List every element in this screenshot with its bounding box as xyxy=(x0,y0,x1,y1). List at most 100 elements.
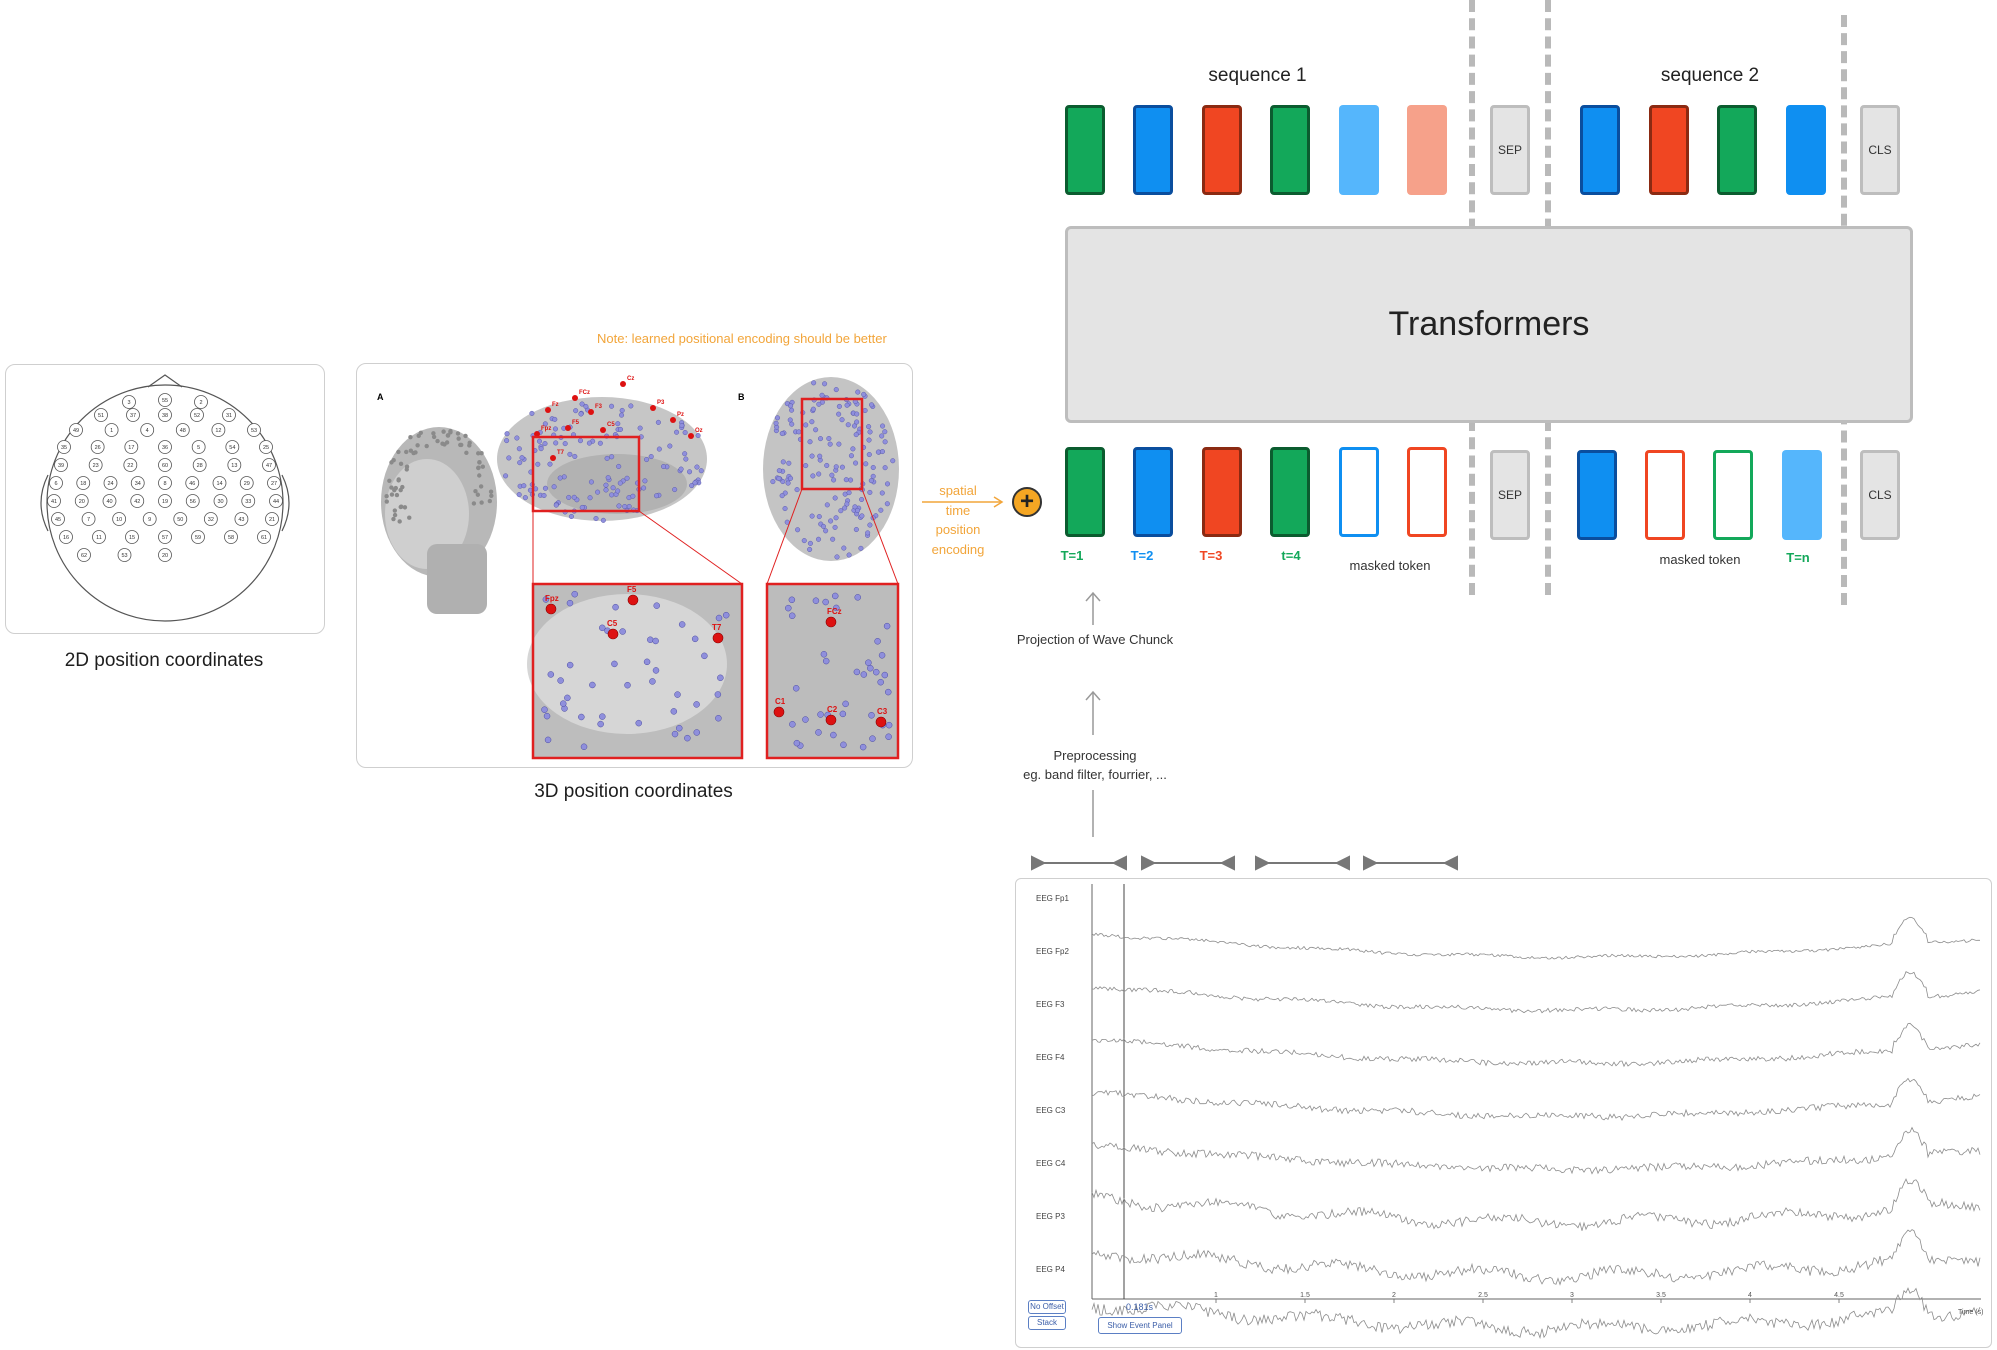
brain-electrode-dot xyxy=(789,422,794,427)
brain-electrode-dot xyxy=(825,503,830,508)
electrode-label: 29 xyxy=(244,481,250,487)
eeg-trace xyxy=(1092,972,1980,1013)
brain-electrode-dot xyxy=(849,453,854,458)
head-electrode-dot xyxy=(476,465,480,469)
time-axis-label: Time (s) xyxy=(1958,1309,1983,1316)
electrode-label: 47 xyxy=(266,463,272,469)
brain-electrode-label: P3 xyxy=(657,400,665,406)
zoom-electrode-dot xyxy=(818,712,824,718)
brain-electrode-dot xyxy=(780,493,785,498)
preprocessing-label: Preprocessing eg. band filter, fourrier,… xyxy=(990,746,1200,784)
input-token-4 xyxy=(1270,447,1310,537)
input-token-6 xyxy=(1782,450,1822,540)
brain-electrode-dot xyxy=(780,431,785,436)
brain-electrode-dot xyxy=(854,432,859,437)
brain-electrode-dot xyxy=(781,460,786,465)
head-electrode-dot xyxy=(477,460,481,464)
brain-electrode-dot xyxy=(609,493,614,498)
input-token-2 xyxy=(1133,447,1173,537)
brain-electrode-dot xyxy=(689,483,694,488)
brain-electrode-dot xyxy=(661,464,666,469)
stack-button[interactable]: Stack xyxy=(1028,1316,1066,1330)
zoom-electrode-dot xyxy=(830,732,836,738)
output-token-6 xyxy=(1407,105,1447,195)
electrode-label: 58 xyxy=(228,535,234,541)
brain-electrode-dot xyxy=(530,411,535,416)
head-electrode-dot xyxy=(479,500,483,504)
preprocessing-line-1: Preprocessing xyxy=(990,746,1200,765)
no-offset-button[interactable]: No Offset xyxy=(1028,1300,1066,1314)
masked-token-3 xyxy=(1645,450,1685,540)
time-tick-label: 1.5 xyxy=(1300,1292,1310,1299)
eeg-trace xyxy=(1092,1078,1980,1120)
brain-electrode-dot xyxy=(834,515,839,520)
electrode-label: 32 xyxy=(208,517,214,523)
output-token-2 xyxy=(1133,105,1173,195)
zoom-electrode-dot xyxy=(789,597,795,603)
brain-electrode-dot xyxy=(553,441,558,446)
zoom-electrode-dot xyxy=(869,736,875,742)
electrode-label: 35 xyxy=(61,445,67,451)
electrode-label: 39 xyxy=(58,463,64,469)
zoom-electrode-dot xyxy=(694,701,700,707)
zoom-electrode-dot xyxy=(558,678,564,684)
brain-electrode-dot xyxy=(880,424,885,429)
electrode-label: 7 xyxy=(87,517,90,523)
brain-electrode-dot xyxy=(625,476,630,481)
brain-electrode-dot xyxy=(827,436,832,441)
head-electrode-dot xyxy=(472,501,476,505)
brain-electrode-label: Fz xyxy=(552,402,559,408)
electrode-label: 55 xyxy=(162,398,168,404)
brain-electrode-dot xyxy=(522,483,527,488)
zoom-electrode-dot xyxy=(873,669,879,675)
time-tick-label: 1 xyxy=(1214,1292,1218,1299)
brain-electrode-dot xyxy=(616,464,621,469)
brain-electrode-dot xyxy=(548,462,553,467)
show-event-panel-button[interactable]: Show Event Panel xyxy=(1098,1317,1182,1334)
brain-electrode-dot xyxy=(643,479,648,484)
brain-electrode-dot xyxy=(854,527,859,532)
electrode-label: 4 xyxy=(146,428,149,434)
3d-caption: 3D position coordinates xyxy=(356,781,911,803)
output-token-5 xyxy=(1339,105,1379,195)
brain-electrode-dot xyxy=(788,418,793,423)
brain-electrode-dot xyxy=(803,463,808,468)
positional-note: Note: learned positional encoding should… xyxy=(597,331,887,346)
time-label-2: T=2 xyxy=(1122,548,1162,563)
zoom-electrode-dot xyxy=(840,711,846,717)
brain-electrode-dot xyxy=(844,477,849,482)
zoom-electrode-dot xyxy=(544,713,550,719)
electrode-label: 2 xyxy=(199,400,202,406)
cursor-readout: 0.181s xyxy=(1126,1302,1153,1312)
2d-electrode-map: 3552513738523149144812533526173655425392… xyxy=(6,365,324,633)
zoom-electrode-dot xyxy=(886,722,892,728)
electrode-label: 19 xyxy=(162,499,168,505)
eeg-viewer: EEG Fp1EEG Fp2EEG F3EEG F4EEG C3EEG C4EE… xyxy=(1015,878,1992,1348)
brain-electrode-dot xyxy=(672,487,677,492)
brain-electrode-dot xyxy=(876,450,881,455)
electrode-label: 50 xyxy=(177,517,183,523)
head-electrode-dot xyxy=(446,433,450,437)
zoom-electrode-dot xyxy=(628,595,638,605)
electrode-label: 42 xyxy=(134,499,140,505)
zoom-electrode-dot xyxy=(608,629,618,639)
zoom-electrode-dot xyxy=(832,593,838,599)
brain-electrode-dot xyxy=(620,381,626,387)
brain-electrode-dot xyxy=(811,381,816,386)
brain-electrode-dot xyxy=(783,506,788,511)
head-electrode-dot xyxy=(407,516,411,520)
brain-electrode-dot xyxy=(810,419,815,424)
zoom-electrode-dot xyxy=(625,682,631,688)
masked-token-label-2: masked token xyxy=(1640,552,1760,567)
electrode-label: 26 xyxy=(95,445,101,451)
zoom-electrode-dot xyxy=(679,621,685,627)
brain-electrode-dot xyxy=(601,518,606,523)
brain-electrode-dot xyxy=(565,425,571,431)
brain-electrode-dot xyxy=(834,464,839,469)
brain-electrode-dot xyxy=(539,446,544,451)
brain-electrode-dot xyxy=(578,438,583,443)
zoom-electrode-dot xyxy=(589,682,595,688)
brain-electrode-dot xyxy=(683,430,688,435)
zoom-electrode-dot xyxy=(802,717,808,723)
time-tick-label: 2 xyxy=(1392,1292,1396,1299)
